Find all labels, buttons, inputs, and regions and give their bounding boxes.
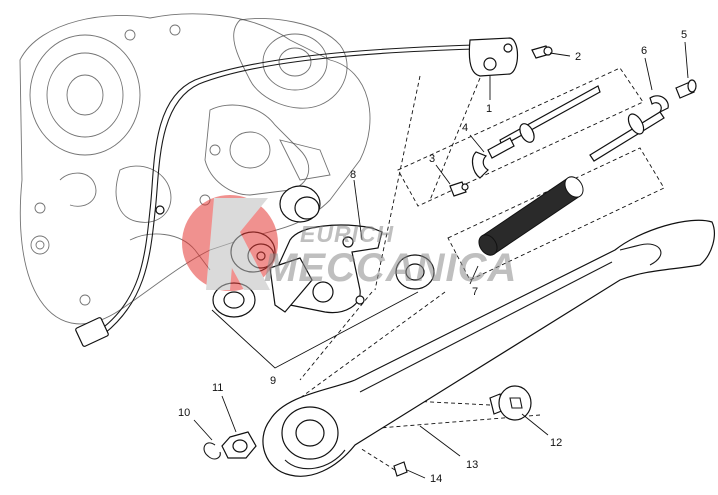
callout-13: 13	[466, 459, 478, 471]
sensor-cable	[75, 44, 476, 347]
rod-part-6	[589, 95, 669, 162]
spring-part-7	[478, 176, 584, 256]
callout-5: 5	[681, 29, 687, 41]
bushing-part-3	[449, 181, 469, 197]
callout-6: 6	[641, 45, 647, 57]
watermark-logo-icon	[182, 195, 278, 291]
side-stand-part-13	[262, 219, 715, 477]
callout-4: 4	[462, 122, 468, 134]
callout-3: 3	[429, 153, 435, 165]
pivot-bolt-part-12	[489, 385, 532, 421]
callout-7: 7	[472, 286, 478, 298]
callout-11: 11	[212, 382, 223, 394]
callouts: 1 2 3 4 5 6 7 8 9 10 11 12 13 14	[178, 29, 687, 485]
watermark-line-1: EURICH	[300, 221, 394, 247]
callout-12: 12	[550, 437, 562, 449]
rod-part-4	[471, 85, 601, 179]
cap-screw-part-5	[675, 79, 697, 99]
callout-10: 10	[178, 407, 190, 419]
callout-8: 8	[350, 169, 356, 181]
leader-lines	[193, 41, 689, 479]
cable-connector	[75, 317, 109, 347]
screw-part-2	[531, 45, 553, 59]
callout-2: 2	[575, 51, 581, 63]
callout-1: 1	[486, 103, 492, 115]
callout-9: 9	[270, 375, 276, 387]
clip-part-10	[203, 442, 221, 460]
watermark-line-2: MECCANICA	[264, 246, 517, 290]
callout-14: 14	[430, 473, 442, 485]
screw-part-14	[393, 461, 408, 477]
sensor-bracket-part-1	[468, 37, 519, 77]
watermark: EURICH MECCANICA	[182, 195, 517, 291]
assembly-box-upper	[397, 67, 644, 207]
washers-part-9	[212, 254, 435, 318]
nut-part-11	[221, 431, 257, 459]
